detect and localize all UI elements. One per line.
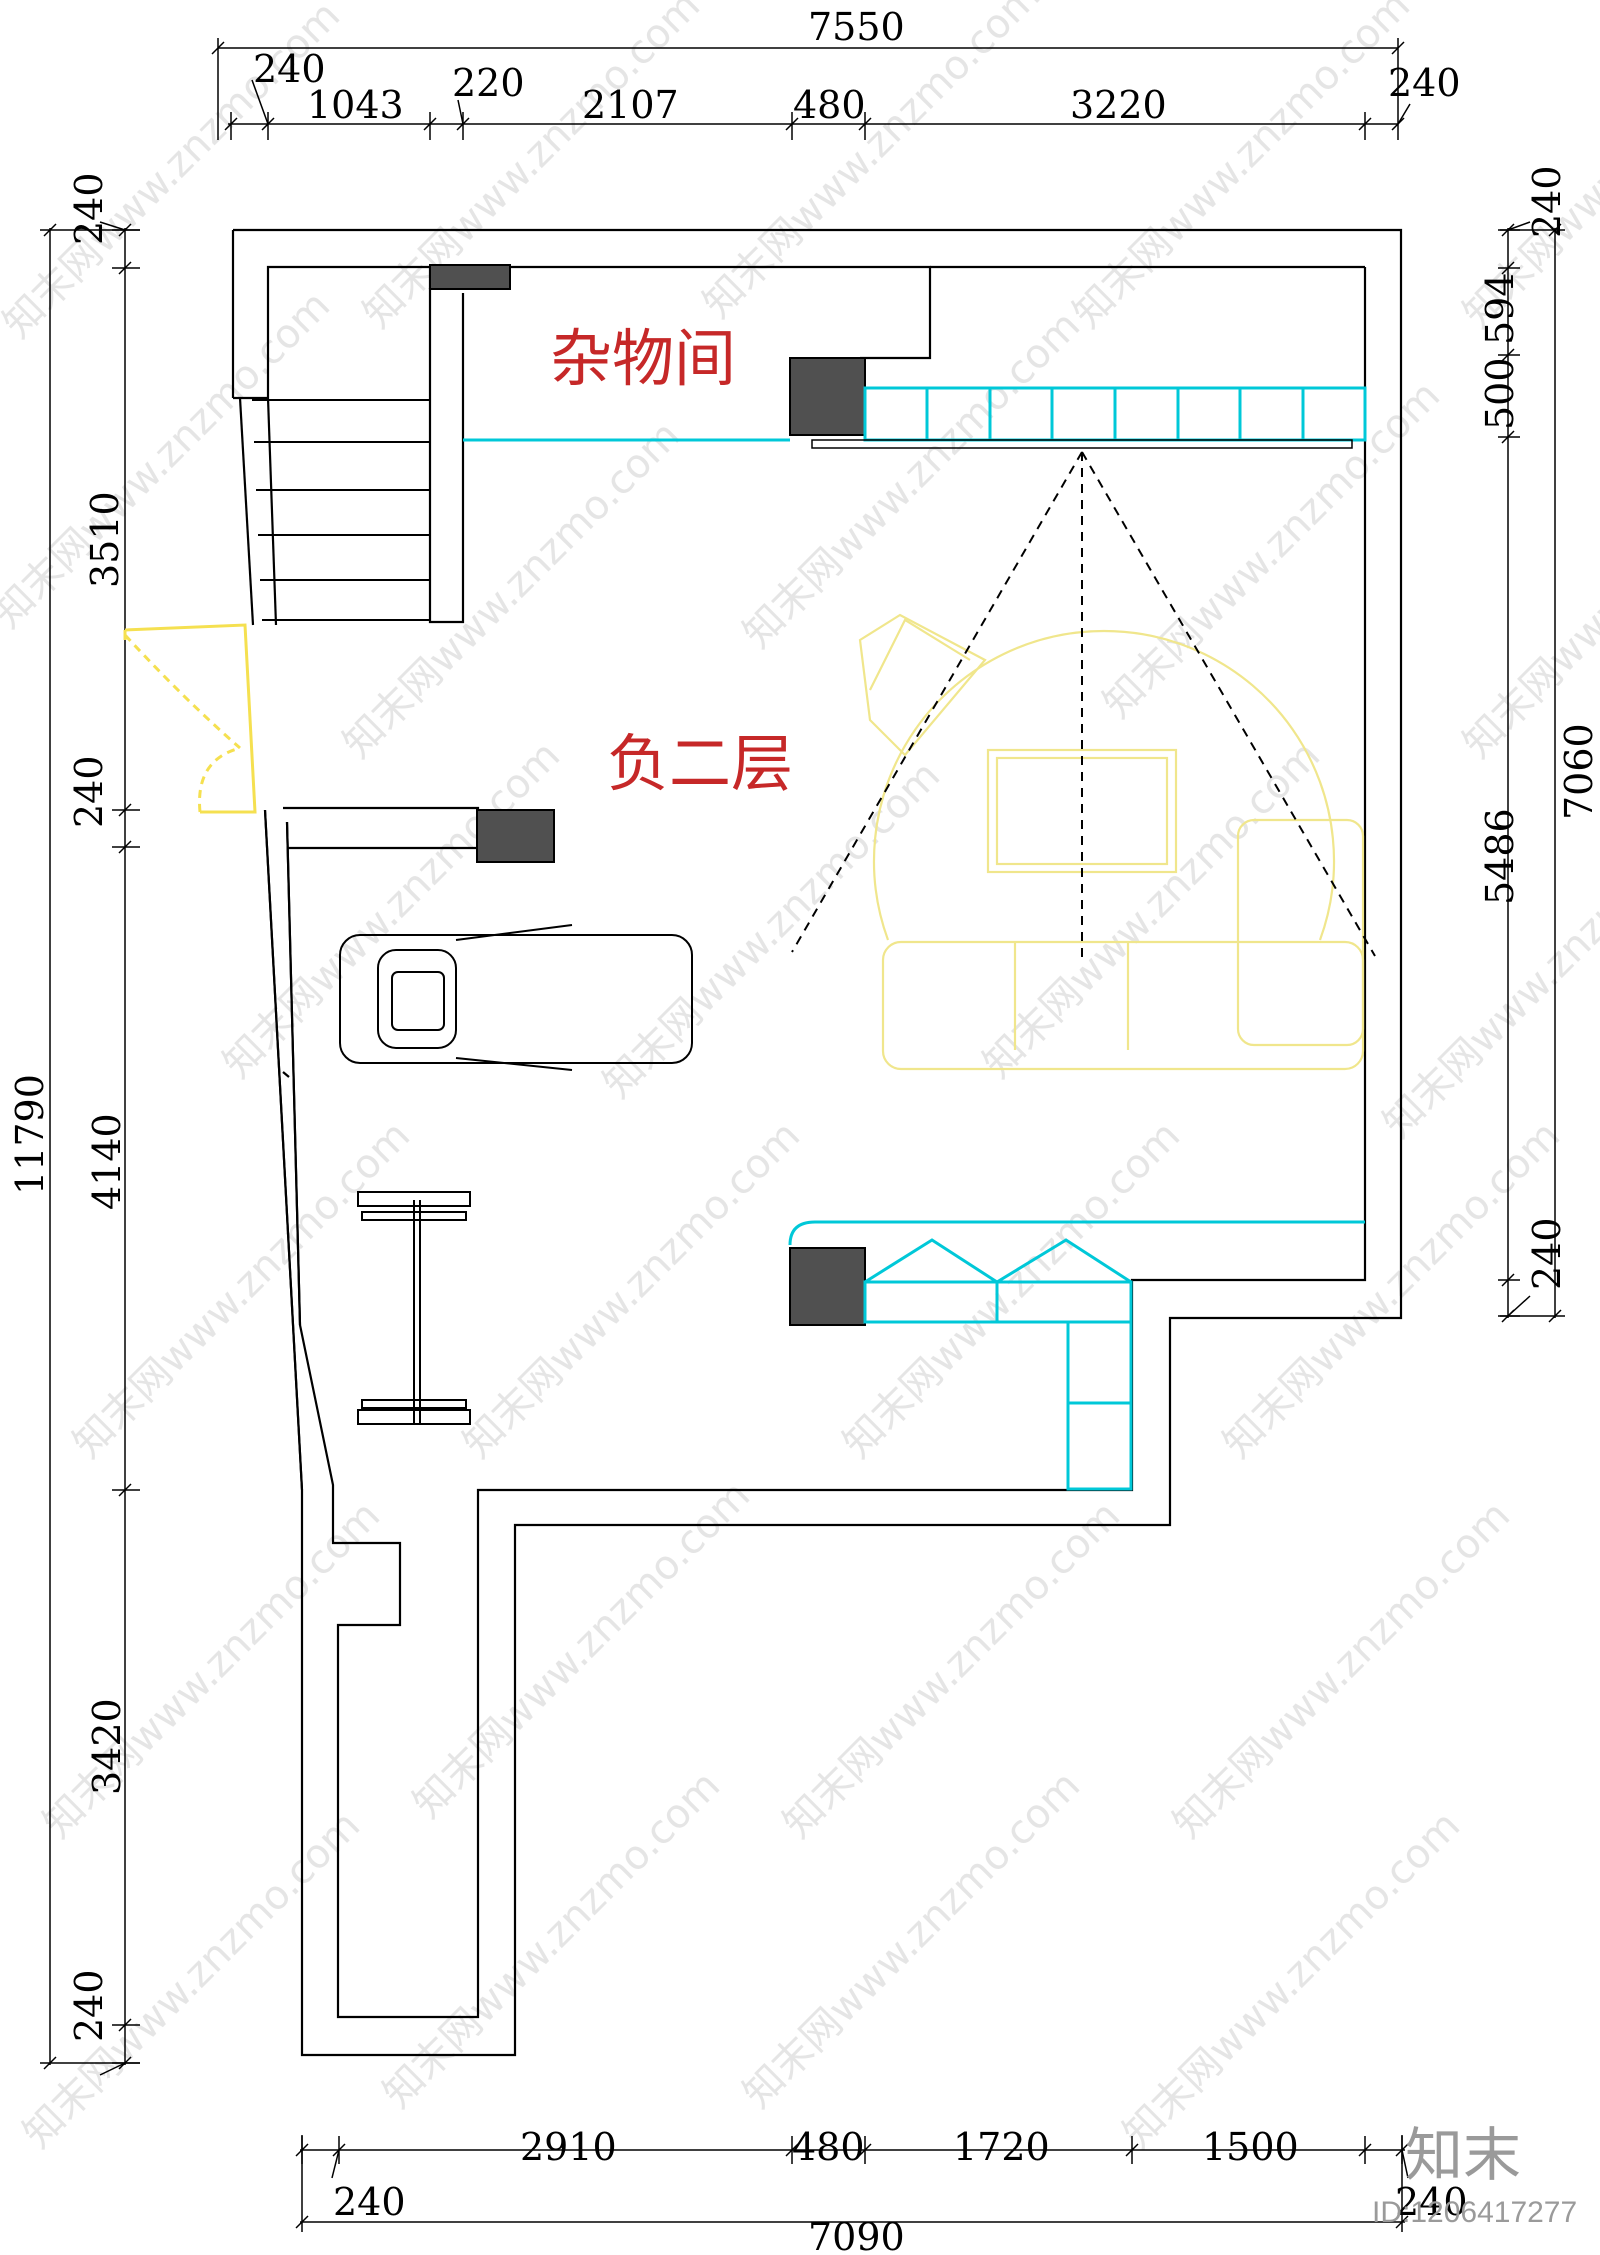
dim-top-1: 240 xyxy=(253,47,326,91)
watermark-logo: 知末 xyxy=(1405,2121,1521,2189)
watermark-text: 知末网www.znzmo.com xyxy=(355,0,710,337)
watermark-text: 知末网www.znzmo.com xyxy=(835,1113,1190,1468)
watermark-text: 知末网www.znzmo.com xyxy=(1165,1493,1520,1848)
dim-bottom-3: 480 xyxy=(792,2125,865,2169)
column-top-left xyxy=(429,264,511,290)
tv-sightlines xyxy=(791,451,1376,958)
watermark-text: 知末网www.znzmo.com xyxy=(215,733,570,1088)
barbell xyxy=(357,1191,471,1425)
watermark-text: 知末网www.znzmo.com xyxy=(1215,1113,1570,1468)
column-bottom xyxy=(789,1247,866,1326)
column-mid xyxy=(476,809,555,863)
dim-top-2: 1043 xyxy=(307,83,404,127)
dim-bottom-1: 240 xyxy=(333,2180,406,2224)
dim-bottom-total: 7090 xyxy=(808,2215,905,2255)
dim-bottom-5: 1500 xyxy=(1202,2125,1299,2169)
dim-right-total: 7060 xyxy=(1557,723,1600,820)
storage-cabinets xyxy=(463,386,1367,442)
cabinet-shelf xyxy=(811,439,1353,449)
watermark-text: 知末网www.znzmo.com xyxy=(595,753,950,1108)
rug xyxy=(872,629,1336,941)
dim-left-5: 3420 xyxy=(85,1698,129,1795)
dim-bottom-4: 1720 xyxy=(953,2125,1050,2169)
outer-wall xyxy=(233,228,1403,2057)
watermark-text: 知末网www.znzmo.com xyxy=(735,303,1090,658)
dimension-lines xyxy=(40,38,1565,2232)
watermark-text: 知末网www.znzmo.com xyxy=(455,1113,810,1468)
watermark-text: 知末网www.znzmo.com xyxy=(695,0,1050,327)
dim-left-1: 240 xyxy=(67,172,111,245)
dim-right-1: 240 xyxy=(1525,165,1569,238)
dim-left-3: 240 xyxy=(67,755,111,828)
dim-top-6: 3220 xyxy=(1070,83,1167,127)
dim-top-5: 480 xyxy=(793,83,866,127)
bottom-cabinets xyxy=(788,1220,1365,1491)
watermark-text: 知末网www.znzmo.com xyxy=(1095,373,1450,728)
watermark-text: 知末网www.znzmo.com xyxy=(0,283,339,638)
dim-left-6: 240 xyxy=(67,1969,111,2042)
dim-bottom-6: 240 xyxy=(1395,2180,1468,2224)
dim-right-2: 594 xyxy=(1478,272,1522,345)
dim-right-3: 500 xyxy=(1478,357,1522,430)
armchair xyxy=(858,613,987,757)
treadmill xyxy=(339,924,693,1071)
lounge-set xyxy=(858,613,1365,1071)
dim-left-4: 4140 xyxy=(85,1113,129,1210)
room-label-basement: 负二层 xyxy=(607,727,793,800)
dim-top-7: 240 xyxy=(1388,61,1461,105)
entrance-door xyxy=(123,623,257,814)
watermark-id: ID:1206417277 xyxy=(1372,2196,1577,2229)
dim-right-4: 5486 xyxy=(1478,808,1522,905)
dim-bottom-2: 2910 xyxy=(520,2125,617,2169)
dim-left-total: 11790 xyxy=(8,1074,52,1195)
room-label-storage: 杂物间 xyxy=(550,322,736,395)
dim-right-5: 240 xyxy=(1525,1217,1569,1290)
chaise xyxy=(1236,818,1365,1047)
dim-top-3: 220 xyxy=(452,61,525,105)
watermark-text: 知末网www.znzmo.com xyxy=(1455,413,1600,768)
dim-top-4: 2107 xyxy=(582,83,679,127)
dim-left-2: 3510 xyxy=(83,491,127,588)
dim-top-total: 7550 xyxy=(808,5,905,49)
watermark-text: 知末网www.znzmo.com xyxy=(1115,1803,1470,2158)
watermark-text: 知末网www.znzmo.com xyxy=(335,413,690,768)
column-storage xyxy=(789,357,866,436)
staircase xyxy=(252,399,431,621)
